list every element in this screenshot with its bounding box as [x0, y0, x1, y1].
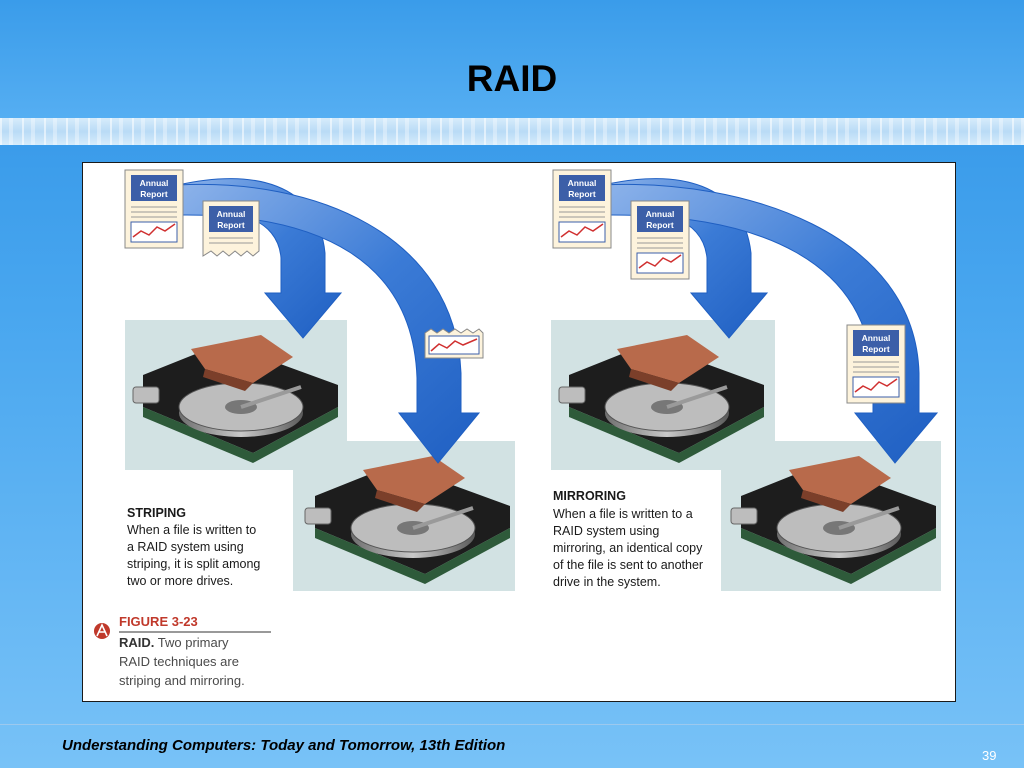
- svg-text:Annual: Annual: [646, 209, 675, 219]
- figure-caption-line: RAID. Two primary: [119, 635, 229, 650]
- mirroring-text-line: of the file is sent to another: [553, 558, 703, 572]
- striping-text-line: a RAID system using: [127, 540, 244, 554]
- svg-text:Report: Report: [568, 189, 596, 199]
- footer-divider: [0, 724, 1024, 725]
- svg-text:Annual: Annual: [217, 209, 246, 219]
- svg-text:Annual: Annual: [862, 333, 891, 343]
- mirroring-text-line: mirroring, an identical copy: [553, 541, 703, 555]
- mirroring-text-line: drive in the system.: [553, 575, 661, 589]
- svg-text:Report: Report: [862, 344, 890, 354]
- mirroring-arrow-long: [602, 183, 939, 464]
- svg-text:Report: Report: [217, 220, 245, 230]
- mirroring-text-line: When a file is written to a: [553, 507, 693, 521]
- publisher-logo-icon: [94, 623, 110, 639]
- svg-text:Annual: Annual: [568, 178, 597, 188]
- figure-panel: Annual Report Annual Report STRIPING Whe…: [82, 162, 956, 702]
- striping-arrow-long: [177, 183, 481, 464]
- mirroring-heading: MIRRORING: [553, 489, 626, 503]
- footer-book-title: Understanding Computers: Today and Tomor…: [62, 737, 506, 754]
- title-band: [0, 0, 1024, 118]
- figure-number: FIGURE 3-23: [119, 614, 198, 629]
- raid-illustration: Annual Report Annual Report STRIPING Whe…: [94, 169, 941, 688]
- annual-report-document-icon: Annual Report: [552, 169, 612, 249]
- svg-text:Report: Report: [646, 220, 674, 230]
- figure-caption-line: RAID techniques are: [119, 654, 239, 669]
- striping-text-line: striping, it is split among: [127, 557, 260, 571]
- annual-report-copy-document-icon: Annual Report: [630, 200, 690, 280]
- annual-report-half-document-icon: Annual Report: [202, 200, 260, 257]
- striping-text-line: two or more drives.: [127, 574, 233, 588]
- slide-number: 39: [982, 748, 997, 763]
- mirroring-text-line: RAID system using: [553, 524, 659, 538]
- svg-text:Annual: Annual: [140, 178, 169, 188]
- slide-title: RAID: [466, 58, 558, 99]
- annual-report-mirror-document-icon: Annual Report: [846, 324, 906, 404]
- annual-report-document-icon: Annual Report: [124, 169, 184, 249]
- report-chart-fragment-icon: [424, 328, 484, 359]
- striping-text-line: When a file is written to: [127, 523, 256, 537]
- striping-heading: STRIPING: [127, 506, 186, 520]
- figure-caption-line: striping and mirroring.: [119, 673, 245, 688]
- decorative-strip: [0, 118, 1024, 145]
- svg-text:Report: Report: [140, 189, 168, 199]
